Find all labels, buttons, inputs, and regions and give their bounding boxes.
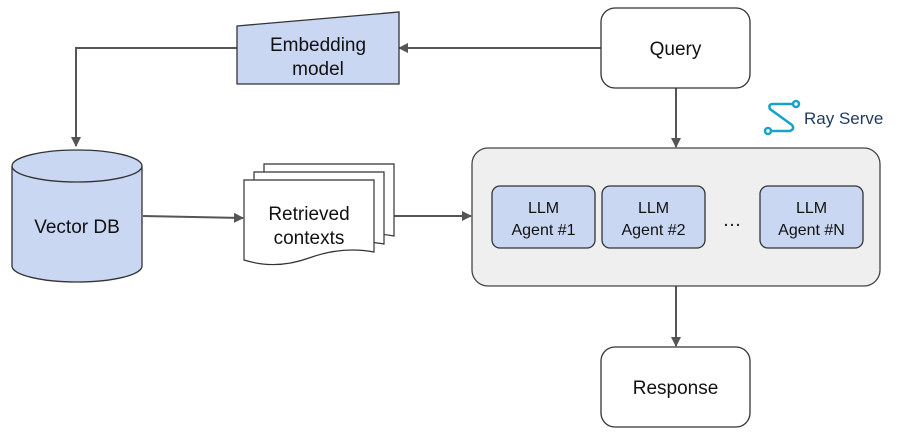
llm-agent-n: LLM Agent #N xyxy=(759,185,864,249)
llm-agent-2-label-line2: Agent #2 xyxy=(621,222,685,239)
ray-serve-icon xyxy=(763,99,801,136)
retrieved-contexts-label-line1: Retrieved xyxy=(268,204,349,225)
llm-agent-2-label-line1: LLM xyxy=(638,200,669,217)
ray-serve-logo: Ray Serve xyxy=(763,99,883,136)
ray-serve-wordmark: Ray Serve xyxy=(804,109,883,128)
llm-agent-1-label-line1: LLM xyxy=(528,200,559,217)
query-label: Query xyxy=(650,39,702,60)
arrow-vectordb-to-contexts xyxy=(142,212,244,223)
response-node: Response xyxy=(600,346,751,428)
vector-db-node: Vector DB xyxy=(11,149,143,283)
llm-agent-2: LLM Agent #2 xyxy=(601,185,706,249)
agents-ellipsis: … xyxy=(723,210,742,231)
response-label: Response xyxy=(633,378,719,399)
embedding-model-node: Embedding model xyxy=(236,11,400,85)
retrieved-contexts-label-line2: contexts xyxy=(274,228,345,249)
vector-db-label: Vector DB xyxy=(34,217,120,238)
retrieved-contexts-node: Retrieved contexts xyxy=(243,163,395,266)
arrow-embedding-to-vectordb xyxy=(71,47,237,147)
embedding-model-label-line2: model xyxy=(292,59,344,80)
llm-agent-n-label-line1: LLM xyxy=(796,200,827,217)
llm-agent-1: LLM Agent #1 xyxy=(491,185,596,249)
llm-agent-n-label-line2: Agent #N xyxy=(778,222,845,239)
llm-agent-1-label-line2: Agent #1 xyxy=(511,222,575,239)
query-node: Query xyxy=(600,7,751,89)
ray-serve-container: LLM Agent #1 LLM Agent #2 … LLM Agent #N xyxy=(471,147,881,287)
embedding-model-label-line1: Embedding xyxy=(270,35,366,56)
